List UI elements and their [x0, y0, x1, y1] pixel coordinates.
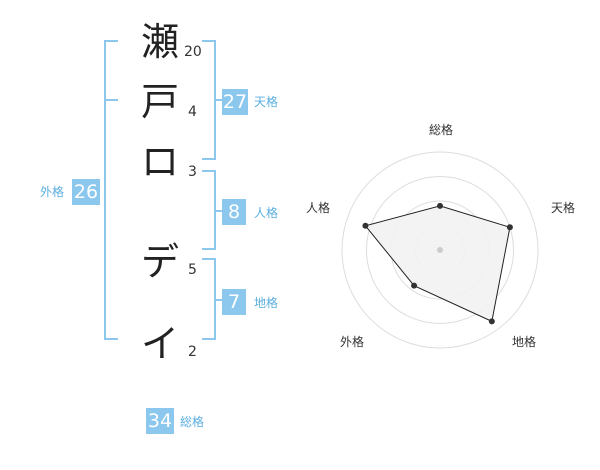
name-char-2: 戸	[140, 80, 179, 124]
jinkaku-bracket	[202, 170, 216, 250]
chikaku-bracket	[202, 258, 216, 340]
radar-ring-3	[366, 176, 514, 324]
radar-point-4	[362, 222, 369, 229]
radar-ring-4	[341, 151, 539, 349]
gaikaku-label: 外格	[40, 185, 65, 199]
gaikaku-bracket	[104, 40, 118, 340]
tenkaku-label: 天格	[254, 95, 279, 109]
gaikaku-value: 26	[72, 179, 100, 205]
radar-point-2	[488, 318, 495, 325]
tenkaku-bracket	[202, 40, 216, 160]
stroke-count-3: 3	[188, 164, 197, 180]
tenkaku-value: 27	[222, 89, 248, 115]
axis-label-jinkaku: 人格	[306, 200, 330, 215]
name-char-5: イ	[140, 322, 179, 366]
jinkaku-value: 8	[222, 199, 246, 225]
stroke-count-5: 2	[188, 344, 197, 360]
radar-center-dot	[437, 247, 443, 253]
stroke-count-1: 20	[184, 44, 202, 60]
soukaku-value: 34	[146, 408, 174, 434]
stroke-count-4: 5	[188, 262, 197, 278]
radar-shape	[364, 205, 511, 323]
name-char-4: デ	[140, 240, 179, 284]
name-char-3: ロ	[140, 140, 179, 184]
axis-label-soukaku: 総格	[429, 122, 453, 137]
radar-point-3	[411, 282, 418, 289]
axis-label-chikaku: 地格	[512, 334, 536, 349]
tenkaku-bracket-tick	[216, 99, 222, 101]
radar-point-0	[437, 202, 443, 209]
chikaku-bracket-tick	[216, 299, 222, 301]
axis-label-gaikaku: 外格	[340, 334, 364, 349]
gaikaku-bracket-tick	[104, 99, 118, 101]
name-char-1: 瀬	[140, 20, 179, 64]
chikaku-value: 7	[222, 289, 246, 315]
soukaku-label: 総格	[180, 415, 205, 429]
radar-point-1	[506, 224, 513, 231]
stroke-count-2: 4	[188, 104, 197, 120]
chikaku-label: 地格	[254, 296, 279, 310]
jinkaku-bracket-tick	[216, 210, 222, 212]
jinkaku-label: 人格	[254, 206, 279, 220]
axis-label-tenkaku: 天格	[551, 200, 575, 215]
